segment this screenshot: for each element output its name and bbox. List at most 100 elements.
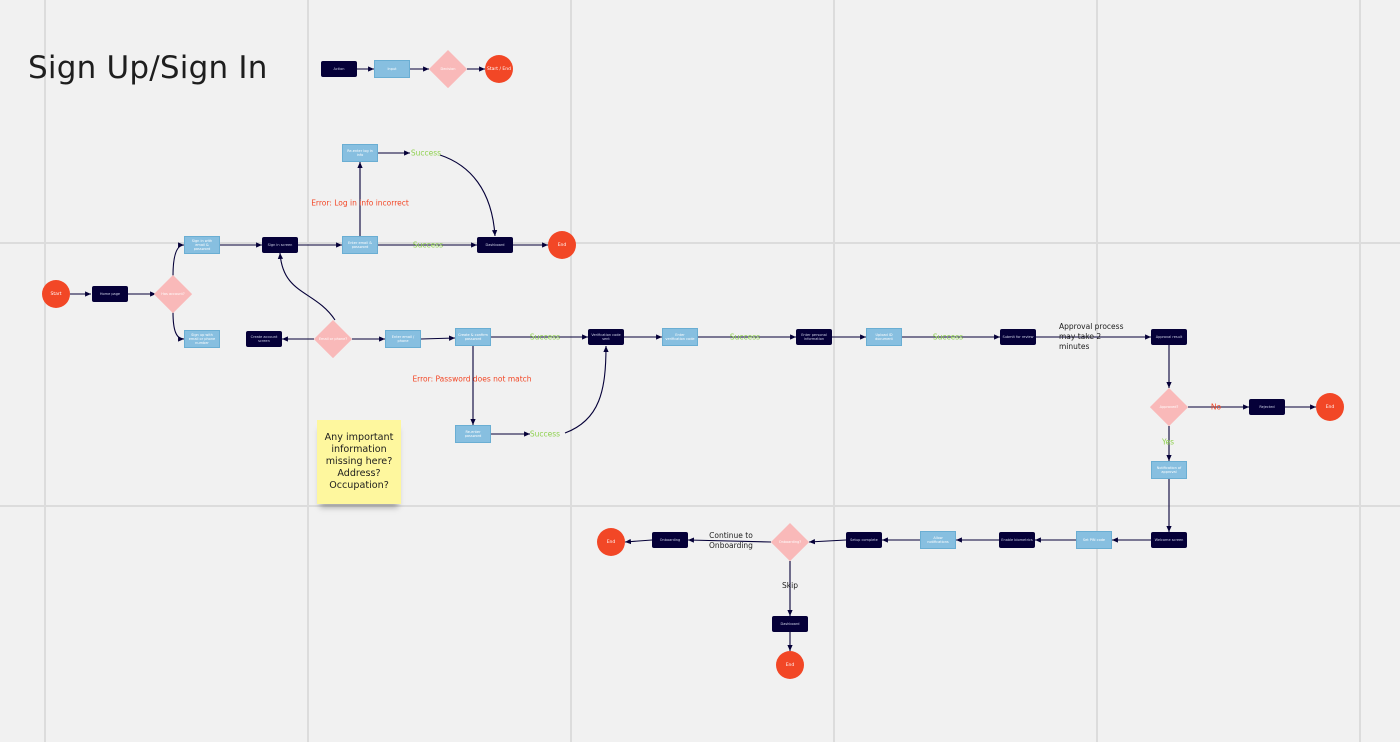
- node-onboarding-text: Onboarding: [659, 538, 681, 542]
- node-verify-screen[interactable]: Verification code sent: [588, 329, 624, 345]
- node-signup-input-text: Sign up with email or phone number: [188, 333, 216, 345]
- node-personal-info[interactable]: Enter personal information: [796, 329, 832, 345]
- connector-arrow: [277, 252, 336, 321]
- node-submit-review[interactable]: Submit for review: [1000, 329, 1036, 345]
- node-d-method-text: Email or phone?: [318, 337, 348, 341]
- legend-terminal-circle-text: Start / End: [487, 66, 511, 72]
- node-biometrics[interactable]: Enable biometrics: [999, 532, 1035, 548]
- connector-arrow: [439, 154, 498, 237]
- grid-line: [0, 242, 1400, 244]
- node-notify[interactable]: Notification of approval: [1151, 461, 1187, 479]
- legend-action-box-text: Action: [333, 67, 345, 71]
- node-end-reject[interactable]: End: [1316, 393, 1344, 421]
- node-enter-details[interactable]: Enter email / phone: [385, 330, 421, 348]
- node-signin-input[interactable]: Sign in with email & password: [184, 236, 220, 254]
- connector-arrow: [624, 538, 653, 545]
- node-end-signin[interactable]: End: [548, 231, 576, 259]
- node-end-signin-text: End: [557, 242, 567, 248]
- connector-arrow: [172, 311, 185, 342]
- node-approval-result-text: Approval result: [1155, 335, 1183, 339]
- connector-arrow: [808, 539, 847, 545]
- node-end-skip-text: End: [785, 662, 795, 668]
- edge-label-approval-note: Approval process may take 2 minutes: [1059, 322, 1124, 351]
- node-create-password[interactable]: Create & confirm password: [455, 328, 491, 346]
- legend-terminal-circle[interactable]: Start / End: [485, 55, 513, 83]
- edge-label-success-password: Success: [529, 332, 561, 342]
- node-biometrics-text: Enable biometrics: [1001, 538, 1033, 542]
- edge-label-success-repassword: Success: [529, 429, 561, 439]
- node-dashboard[interactable]: Dashboard: [477, 237, 513, 253]
- node-d-account-text: Has account?: [161, 292, 185, 296]
- edge-label-continue: Continue to Onboarding: [709, 531, 753, 550]
- node-reenter-password[interactable]: Re-enter password: [455, 425, 491, 443]
- grid-line: [0, 505, 1400, 507]
- node-verify-screen-text: Verification code sent: [591, 333, 621, 341]
- node-welcome-text: Welcome screen: [1154, 538, 1184, 542]
- node-d-onboard[interactable]: Onboarding?: [771, 523, 809, 561]
- node-signin-input-text: Sign in with email & password: [191, 239, 213, 251]
- connector-arrow: [564, 345, 609, 434]
- legend-input-box[interactable]: Input: [374, 60, 410, 78]
- connector-arrow: [172, 242, 185, 277]
- node-reenter-password-text: Re-enter password: [464, 430, 482, 438]
- node-setup-done-text: Setup complete: [850, 538, 878, 542]
- node-start[interactable]: Start: [42, 280, 70, 308]
- node-upload-id[interactable]: Upload ID document: [866, 328, 902, 346]
- node-set-pin[interactable]: Set PIN code: [1076, 531, 1112, 549]
- connector-arrow: [687, 537, 772, 543]
- grid-line: [1096, 0, 1098, 742]
- node-approval-result[interactable]: Approval result: [1151, 329, 1187, 345]
- node-start-text: Start: [50, 291, 62, 297]
- grid-line: [570, 0, 572, 742]
- node-setup-done[interactable]: Setup complete: [846, 532, 882, 548]
- sticky-note[interactable]: Any important information missing here? …: [317, 420, 401, 504]
- node-enter-code[interactable]: Enter verification code: [662, 328, 698, 346]
- node-onboarding[interactable]: Onboarding: [652, 532, 688, 548]
- node-signin-action-text: Sign in screen: [267, 243, 293, 247]
- legend-input-box-text: Input: [387, 67, 397, 71]
- legend-decision-diamond[interactable]: Decision: [429, 50, 467, 88]
- node-submit-review-text: Submit for review: [1002, 335, 1034, 339]
- node-d-approved[interactable]: Approved?: [1150, 388, 1188, 426]
- grid-line: [833, 0, 835, 742]
- edge-label-success-upload: Success: [932, 332, 964, 342]
- node-home[interactable]: Home page: [92, 286, 128, 302]
- legend-decision-diamond-text: Decision: [440, 67, 456, 71]
- node-notifications-text: Allow notifications: [927, 536, 949, 544]
- node-end-skip[interactable]: End: [776, 651, 804, 679]
- board-title: Sign Up/Sign In: [28, 50, 268, 86]
- node-create-account-text: Create account screen: [250, 335, 278, 343]
- node-create-account[interactable]: Create account screen: [246, 331, 282, 347]
- node-enter-login[interactable]: Enter email & password: [342, 236, 378, 254]
- node-personal-info-text: Enter personal information: [801, 333, 827, 341]
- node-dashboard-text: Dashboard: [485, 243, 505, 247]
- edge-label-success-login: Success: [412, 240, 444, 250]
- edge-label-skip: Skip: [782, 581, 798, 590]
- edge-label-error-login: Error: Log in info incorrect: [311, 198, 409, 208]
- edge-label-yes: Yes: [1161, 437, 1175, 447]
- node-rejected[interactable]: Rejected: [1249, 399, 1285, 415]
- node-signin-action[interactable]: Sign in screen: [262, 237, 298, 253]
- node-d-approved-text: Approved?: [1159, 405, 1179, 409]
- legend-action-box[interactable]: Action: [321, 61, 357, 77]
- node-reenter-login[interactable]: Re-enter log in info: [342, 144, 378, 162]
- node-d-account[interactable]: Has account?: [154, 275, 192, 313]
- node-end-onboard[interactable]: End: [597, 528, 625, 556]
- node-home-text: Home page: [99, 292, 121, 296]
- connector-arrow: [420, 335, 456, 341]
- node-signup-input[interactable]: Sign up with email or phone number: [184, 330, 220, 348]
- node-dashboard-skip-text: Dashboard: [780, 622, 800, 626]
- node-notify-text: Notification of approval: [1156, 466, 1182, 474]
- node-upload-id-text: Upload ID document: [875, 333, 893, 341]
- node-enter-code-text: Enter verification code: [665, 333, 695, 341]
- node-welcome[interactable]: Welcome screen: [1151, 532, 1187, 548]
- grid-line: [44, 0, 46, 742]
- node-reenter-login-text: Re-enter log in info: [347, 149, 373, 157]
- edge-label-no: No: [1210, 402, 1222, 412]
- grid-line: [1359, 0, 1361, 742]
- node-end-reject-text: End: [1325, 404, 1335, 410]
- node-notifications[interactable]: Allow notifications: [920, 531, 956, 549]
- node-d-method[interactable]: Email or phone?: [314, 320, 352, 358]
- node-dashboard-skip[interactable]: Dashboard: [772, 616, 808, 632]
